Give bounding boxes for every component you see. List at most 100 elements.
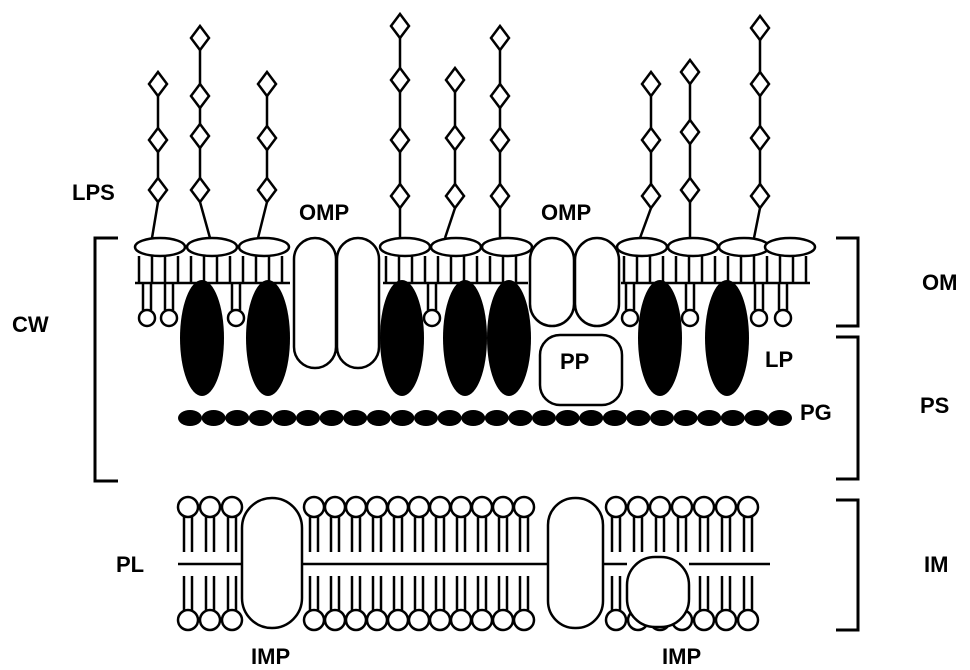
peptidoglycan-bead bbox=[721, 410, 745, 426]
phospholipid-head bbox=[325, 497, 345, 517]
phospholipid-head bbox=[606, 497, 626, 517]
peptidoglycan-bead bbox=[532, 410, 556, 426]
peptidoglycan-bead bbox=[390, 410, 414, 426]
phospholipid-head bbox=[367, 497, 387, 517]
phospholipid-head bbox=[430, 610, 450, 630]
peptidoglycan-layer bbox=[178, 410, 792, 426]
phospholipid-head bbox=[738, 497, 758, 517]
lps-sugar-unit bbox=[642, 128, 660, 152]
phospholipid-head bbox=[367, 610, 387, 630]
phospholipid-head bbox=[222, 497, 242, 517]
lps-sugar-unit bbox=[681, 178, 699, 202]
phospholipid-head bbox=[161, 310, 177, 326]
lps-sugar-unit bbox=[751, 126, 769, 150]
phospholipid-head bbox=[304, 497, 324, 517]
phospholipid-head bbox=[514, 610, 534, 630]
imp-protein-left bbox=[242, 498, 302, 628]
lps-sugar-unit bbox=[391, 14, 409, 38]
lps-chain bbox=[640, 84, 651, 238]
lps-chains bbox=[149, 14, 769, 238]
phospholipid-head bbox=[775, 310, 791, 326]
phospholipid-head bbox=[178, 610, 198, 630]
peptidoglycan-bead bbox=[603, 410, 627, 426]
peptidoglycan-bead bbox=[697, 410, 721, 426]
lps-sugar-unit bbox=[681, 120, 699, 144]
lipid-a-head bbox=[719, 238, 769, 256]
lps-sugar-unit bbox=[446, 126, 464, 150]
lps-sugar-unit bbox=[491, 184, 509, 208]
lipid-a-head bbox=[668, 238, 718, 256]
phospholipid-head bbox=[493, 497, 513, 517]
om-bracket bbox=[836, 238, 858, 326]
lipid-a-head bbox=[617, 238, 667, 256]
lps-sugar-unit bbox=[191, 84, 209, 108]
lps-sugar-unit bbox=[491, 84, 509, 108]
lps-sugar-unit bbox=[258, 178, 276, 202]
lipoprotein bbox=[246, 280, 290, 396]
phospholipid-head bbox=[472, 610, 492, 630]
phospholipid-head bbox=[228, 310, 244, 326]
lps-sugar-unit bbox=[446, 184, 464, 208]
lps-sugar-unit bbox=[642, 184, 660, 208]
phospholipid-head bbox=[622, 310, 638, 326]
label-pp: PP bbox=[560, 349, 589, 374]
phospholipid-head bbox=[346, 610, 366, 630]
lipid-a-head bbox=[135, 238, 185, 256]
phospholipid-head bbox=[716, 497, 736, 517]
peptidoglycan-bead bbox=[508, 410, 532, 426]
lps-sugar-unit bbox=[681, 60, 699, 84]
lps-chain bbox=[258, 84, 267, 238]
phospholipid-head bbox=[430, 497, 450, 517]
peptidoglycan-bead bbox=[367, 410, 391, 426]
phospholipid-head bbox=[738, 610, 758, 630]
phospholipid-head bbox=[200, 497, 220, 517]
phospholipid-head bbox=[409, 497, 429, 517]
peptidoglycan-bead bbox=[744, 410, 768, 426]
peptidoglycan-bead bbox=[768, 410, 792, 426]
lps-chain bbox=[152, 84, 158, 238]
phospholipid-head bbox=[451, 497, 471, 517]
lipid-a-head bbox=[431, 238, 481, 256]
label-omp-right: OMP bbox=[541, 200, 591, 225]
lps-sugar-unit bbox=[191, 124, 209, 148]
peptidoglycan-bead bbox=[296, 410, 320, 426]
peptidoglycan-bead bbox=[343, 410, 367, 426]
phospholipid-head bbox=[178, 497, 198, 517]
phospholipid-head bbox=[694, 610, 714, 630]
phospholipid-head bbox=[409, 610, 429, 630]
phospholipid-head bbox=[346, 497, 366, 517]
lps-sugar-unit bbox=[751, 72, 769, 96]
peptidoglycan-bead bbox=[272, 410, 296, 426]
lps-sugar-unit bbox=[258, 126, 276, 150]
phospholipid-head bbox=[424, 310, 440, 326]
lipoprotein bbox=[180, 280, 224, 396]
label-imp-right: IMP bbox=[662, 644, 701, 669]
lps-sugar-unit bbox=[391, 128, 409, 152]
phospholipid-head bbox=[514, 497, 534, 517]
peptidoglycan-bead bbox=[485, 410, 509, 426]
lipid-a-head bbox=[765, 238, 815, 256]
peptidoglycan-bead bbox=[178, 410, 202, 426]
label-om: OM bbox=[922, 270, 957, 295]
peptidoglycan-bead bbox=[320, 410, 344, 426]
lipid-a-head bbox=[187, 238, 237, 256]
phospholipid-head bbox=[493, 610, 513, 630]
phospholipid-head bbox=[139, 310, 155, 326]
lipid-a-head bbox=[239, 238, 289, 256]
imp-protein-small bbox=[627, 557, 689, 627]
omp-protein-right bbox=[530, 238, 619, 326]
peptidoglycan-bead bbox=[414, 410, 438, 426]
phospholipid-head bbox=[388, 610, 408, 630]
lps-sugar-unit bbox=[446, 68, 464, 92]
phospholipid-head bbox=[606, 610, 626, 630]
peptidoglycan-bead bbox=[674, 410, 698, 426]
lps-sugar-unit bbox=[149, 128, 167, 152]
peptidoglycan-bead bbox=[579, 410, 603, 426]
lipoprotein bbox=[380, 280, 424, 396]
phospholipid-head bbox=[751, 310, 767, 326]
phospholipid-head bbox=[716, 610, 736, 630]
phospholipid-head bbox=[694, 497, 714, 517]
peptidoglycan-bead bbox=[626, 410, 650, 426]
label-ps: PS bbox=[920, 393, 949, 418]
